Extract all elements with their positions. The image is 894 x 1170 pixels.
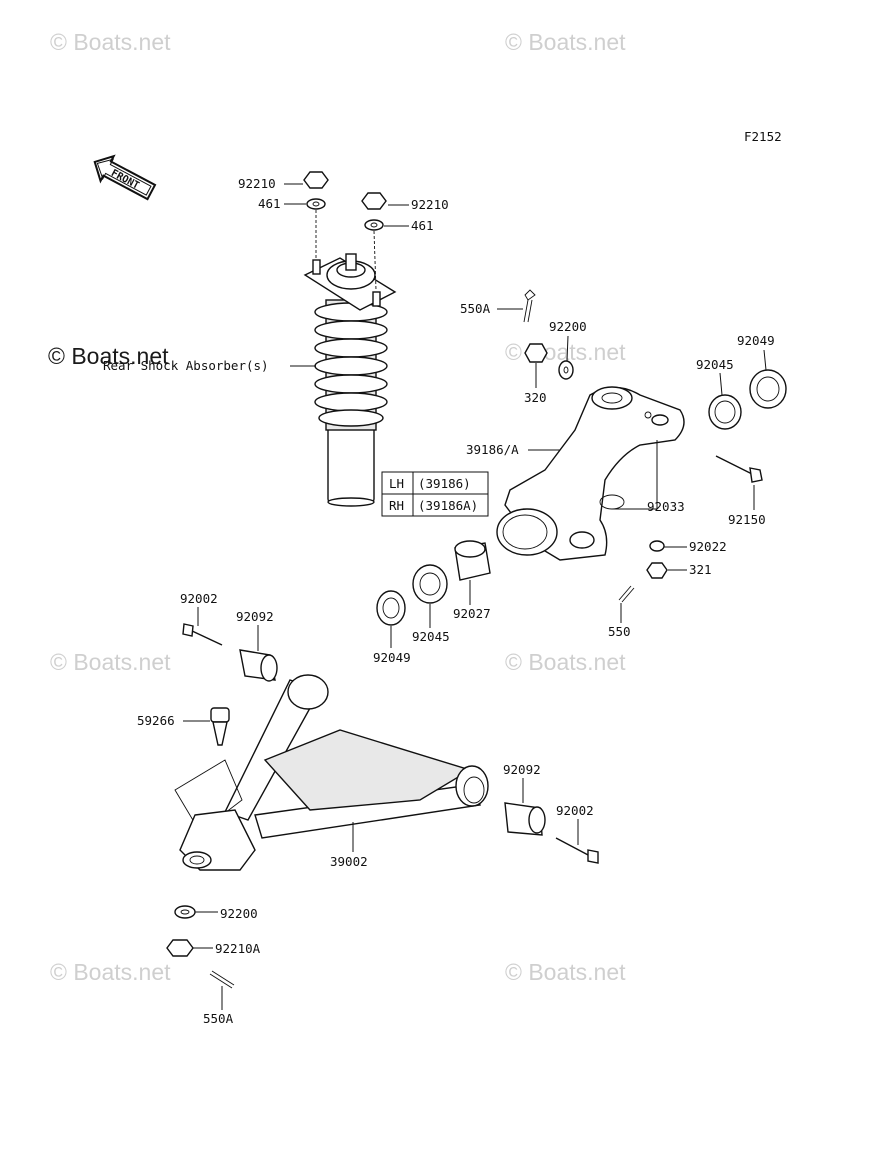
part-number-label: 550 (608, 624, 631, 639)
shock-absorber-drawing (303, 171, 397, 507)
part-number-label: 92200 (549, 319, 587, 334)
part-number-label: 92210A (215, 941, 261, 956)
part-number-label: 321 (689, 562, 712, 577)
part-number-label: 550A (460, 301, 491, 316)
part-number-label: 39186/A (466, 442, 519, 457)
part-number-label: 92045 (412, 629, 450, 644)
part-number-label: 92049 (737, 333, 775, 348)
a-arm-drawing (166, 623, 599, 989)
part-number-label: 59266 (137, 713, 175, 728)
part-number-label: 92045 (696, 357, 734, 372)
part-number-label: 92033 (647, 499, 685, 514)
watermark-text: © Boats.net (50, 29, 171, 55)
part-number-label: 320 (524, 390, 547, 405)
diagram-code: F2152 (744, 129, 782, 144)
table-part-cell: (39186A) (418, 498, 478, 513)
watermark-text: © Boats.net (50, 959, 171, 985)
shock-absorber-label: Rear Shock Absorber(s) (103, 358, 269, 373)
part-number-label: 92092 (503, 762, 541, 777)
front-arrow-icon: FRONT (93, 154, 157, 201)
watermark-text: © Boats.net (505, 29, 626, 55)
lh-rh-table: LH (39186) RH (39186A) (381, 471, 489, 517)
watermark-text: © Boats.net (50, 649, 171, 675)
part-number-label: 92002 (180, 591, 218, 606)
watermark-text: © Boats.net (505, 649, 626, 675)
part-number-label: 92210 (411, 197, 449, 212)
part-number-label: 92092 (236, 609, 274, 624)
part-number-label: 461 (258, 196, 281, 211)
part-number-label: 92200 (220, 906, 258, 921)
part-number-label: 92210 (238, 176, 276, 191)
watermark-text: © Boats.net (48, 343, 169, 369)
watermark-text: © Boats.net (505, 959, 626, 985)
table-side-cell: LH (389, 476, 404, 491)
table-part-cell: (39186) (418, 476, 471, 491)
part-number-label: 39002 (330, 854, 368, 869)
part-number-label: 92049 (373, 650, 411, 665)
part-number-label: 92150 (728, 512, 766, 527)
table-side-cell: RH (389, 498, 404, 513)
part-number-label: 92022 (689, 539, 727, 554)
part-number-label: 92002 (556, 803, 594, 818)
part-number-label: 92027 (453, 606, 491, 621)
part-number-label: 461 (411, 218, 434, 233)
part-number-label: 550A (203, 1011, 234, 1026)
knuckle-drawing (376, 289, 787, 626)
